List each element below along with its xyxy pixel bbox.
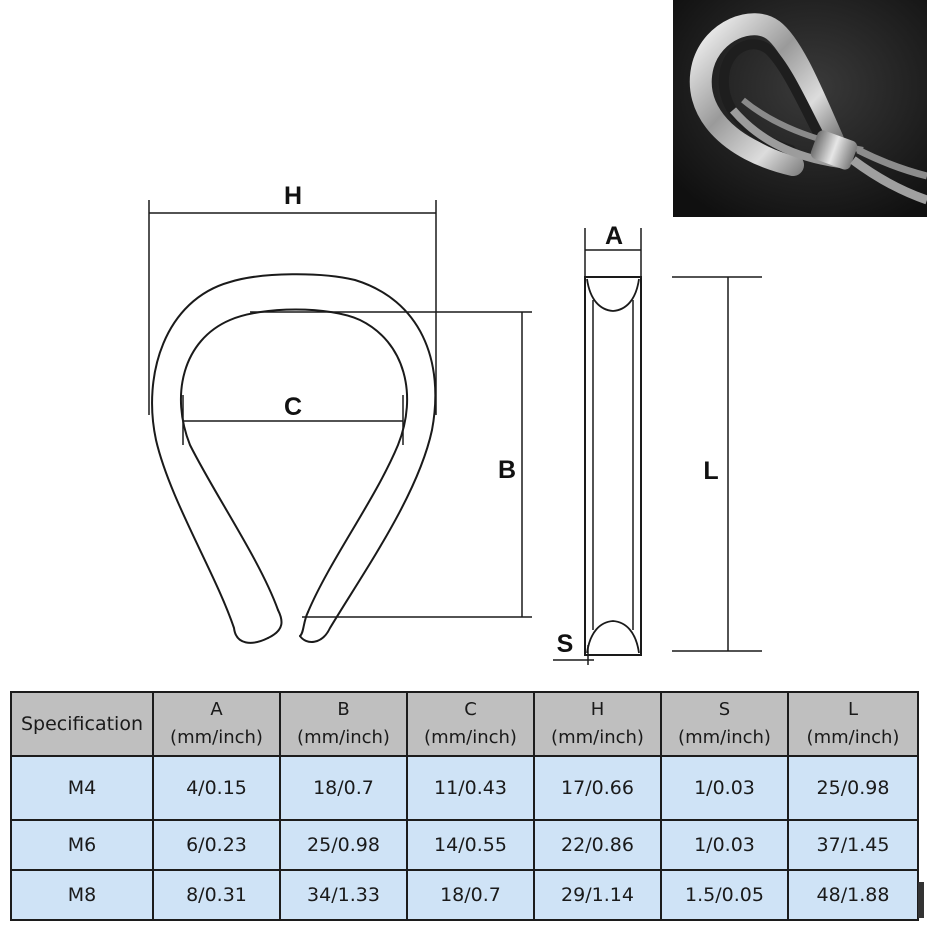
value-cell: 25/0.98 xyxy=(279,819,408,871)
header-col-s: S (mm/inch) xyxy=(660,691,789,757)
value-cell: 8/0.31 xyxy=(152,869,281,921)
label-a: A xyxy=(605,222,623,250)
thimble-with-wire-rope-photo xyxy=(673,0,927,217)
header-letter: A xyxy=(210,699,223,720)
thimble-dimension-drawing: H C B A L S xyxy=(148,182,762,665)
header-letter: C xyxy=(464,699,477,720)
dimension-s xyxy=(553,645,594,665)
value-cell: 29/1.14 xyxy=(533,869,662,921)
thimble-left-tip xyxy=(267,609,283,639)
header-col-a: A (mm/inch) xyxy=(152,691,281,757)
label-c: C xyxy=(284,393,302,421)
value-cell: 1.5/0.05 xyxy=(660,869,789,921)
value-cell: 11/0.43 xyxy=(406,755,535,821)
header-col-b: B (mm/inch) xyxy=(279,691,408,757)
label-b: B xyxy=(498,456,516,484)
label-s: S xyxy=(557,630,574,658)
table-row: M8 8/0.31 34/1.33 18/0.7 29/1.14 1.5/0.0… xyxy=(10,869,919,921)
spec-cell: M8 xyxy=(10,869,154,921)
edge-divider xyxy=(918,882,924,918)
header-specification: Specification xyxy=(10,691,154,757)
value-cell: 18/0.7 xyxy=(406,869,535,921)
value-cell: 1/0.03 xyxy=(660,755,789,821)
dimension-a xyxy=(584,228,642,277)
header-unit: (mm/inch) xyxy=(424,727,517,748)
table-row: M6 6/0.23 25/0.98 14/0.55 22/0.86 1/0.03… xyxy=(10,819,919,871)
thimble-outer-outline xyxy=(151,273,437,644)
table-header-row: Specification A (mm/inch) B (mm/inch) C … xyxy=(10,691,919,757)
thimble-right-tip xyxy=(299,611,309,637)
header-col-l: L (mm/inch) xyxy=(787,691,919,757)
value-cell: 48/1.88 xyxy=(787,869,919,921)
header-unit: (mm/inch) xyxy=(170,727,263,748)
label-h: H xyxy=(284,182,302,210)
label-l: L xyxy=(703,457,718,485)
specification-table: Specification A (mm/inch) B (mm/inch) C … xyxy=(10,691,919,921)
thimble-inner-outline xyxy=(179,308,409,613)
dimension-h xyxy=(148,200,437,415)
value-cell: 37/1.45 xyxy=(787,819,919,871)
header-unit: (mm/inch) xyxy=(297,727,390,748)
value-cell: 6/0.23 xyxy=(152,819,281,871)
spec-cell: M4 xyxy=(10,755,154,821)
value-cell: 4/0.15 xyxy=(152,755,281,821)
value-cell: 14/0.55 xyxy=(406,819,535,871)
header-col-c: C (mm/inch) xyxy=(406,691,535,757)
value-cell: 25/0.98 xyxy=(787,755,919,821)
value-cell: 22/0.86 xyxy=(533,819,662,871)
dimension-b xyxy=(250,311,532,618)
table-row: M4 4/0.15 18/0.7 11/0.43 17/0.66 1/0.03 … xyxy=(10,755,919,821)
header-letter: S xyxy=(718,699,731,720)
spec-cell: M6 xyxy=(10,819,154,871)
value-cell: 34/1.33 xyxy=(279,869,408,921)
thimble-side-view xyxy=(584,276,642,656)
header-unit: (mm/inch) xyxy=(551,727,644,748)
dimension-l xyxy=(672,276,762,652)
dimension-c xyxy=(182,395,404,445)
header-letter: H xyxy=(590,699,605,720)
header-unit: (mm/inch) xyxy=(806,727,900,748)
header-unit: (mm/inch) xyxy=(678,727,771,748)
value-cell: 18/0.7 xyxy=(279,755,408,821)
product-photo xyxy=(673,0,927,217)
value-cell: 1/0.03 xyxy=(660,819,789,871)
header-col-h: H (mm/inch) xyxy=(533,691,662,757)
header-letter: B xyxy=(337,699,350,720)
value-cell: 17/0.66 xyxy=(533,755,662,821)
header-letter: L xyxy=(847,699,859,720)
